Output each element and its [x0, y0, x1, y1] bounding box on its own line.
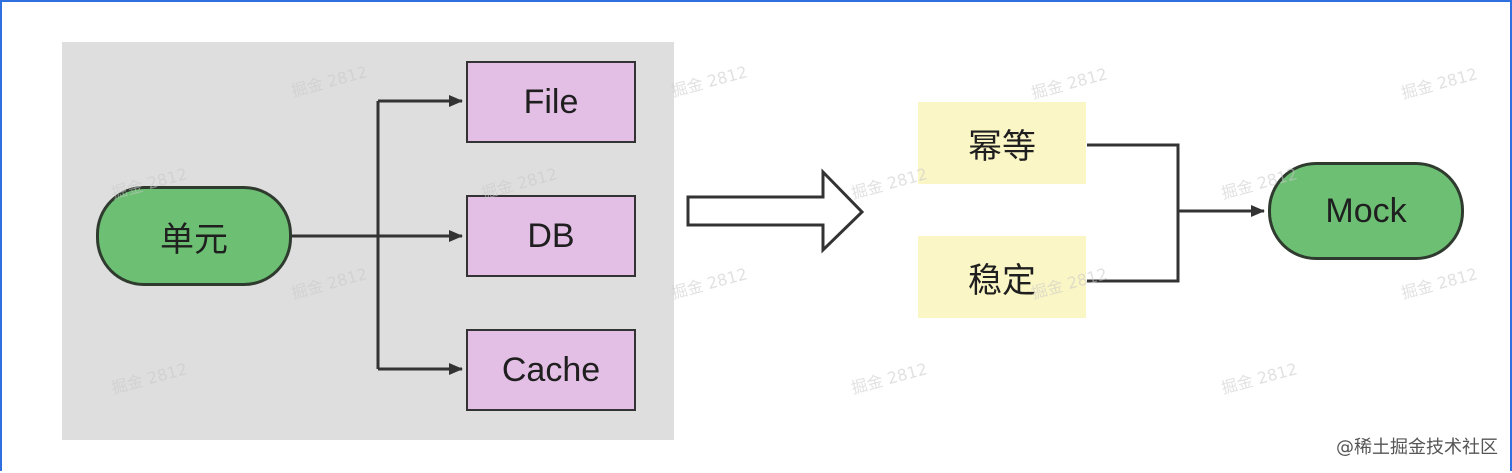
mock-node: Mock [1268, 162, 1464, 260]
unit-node: 单元 [96, 186, 292, 286]
source-credit: @稀土掘金技术社区 [1336, 437, 1498, 458]
mock-node-label: Mock [1325, 191, 1407, 230]
file-node-label: File [523, 82, 579, 121]
cache-node-label: Cache [501, 350, 601, 389]
cache-node: Cache [466, 329, 636, 411]
stable-node: 稳定 [918, 236, 1086, 318]
unit-node-label: 单元 [160, 219, 228, 260]
idempotent-node: 幂等 [918, 102, 1086, 184]
transition-arrow [686, 168, 865, 254]
db-node: DB [466, 195, 636, 277]
connector-input-1 [1087, 143, 1180, 283]
db-node-label: DB [527, 216, 575, 255]
stable-node-label: 稳定 [968, 260, 1036, 301]
idempotent-node-label: 幂等 [968, 126, 1036, 167]
file-node: File [466, 61, 636, 143]
